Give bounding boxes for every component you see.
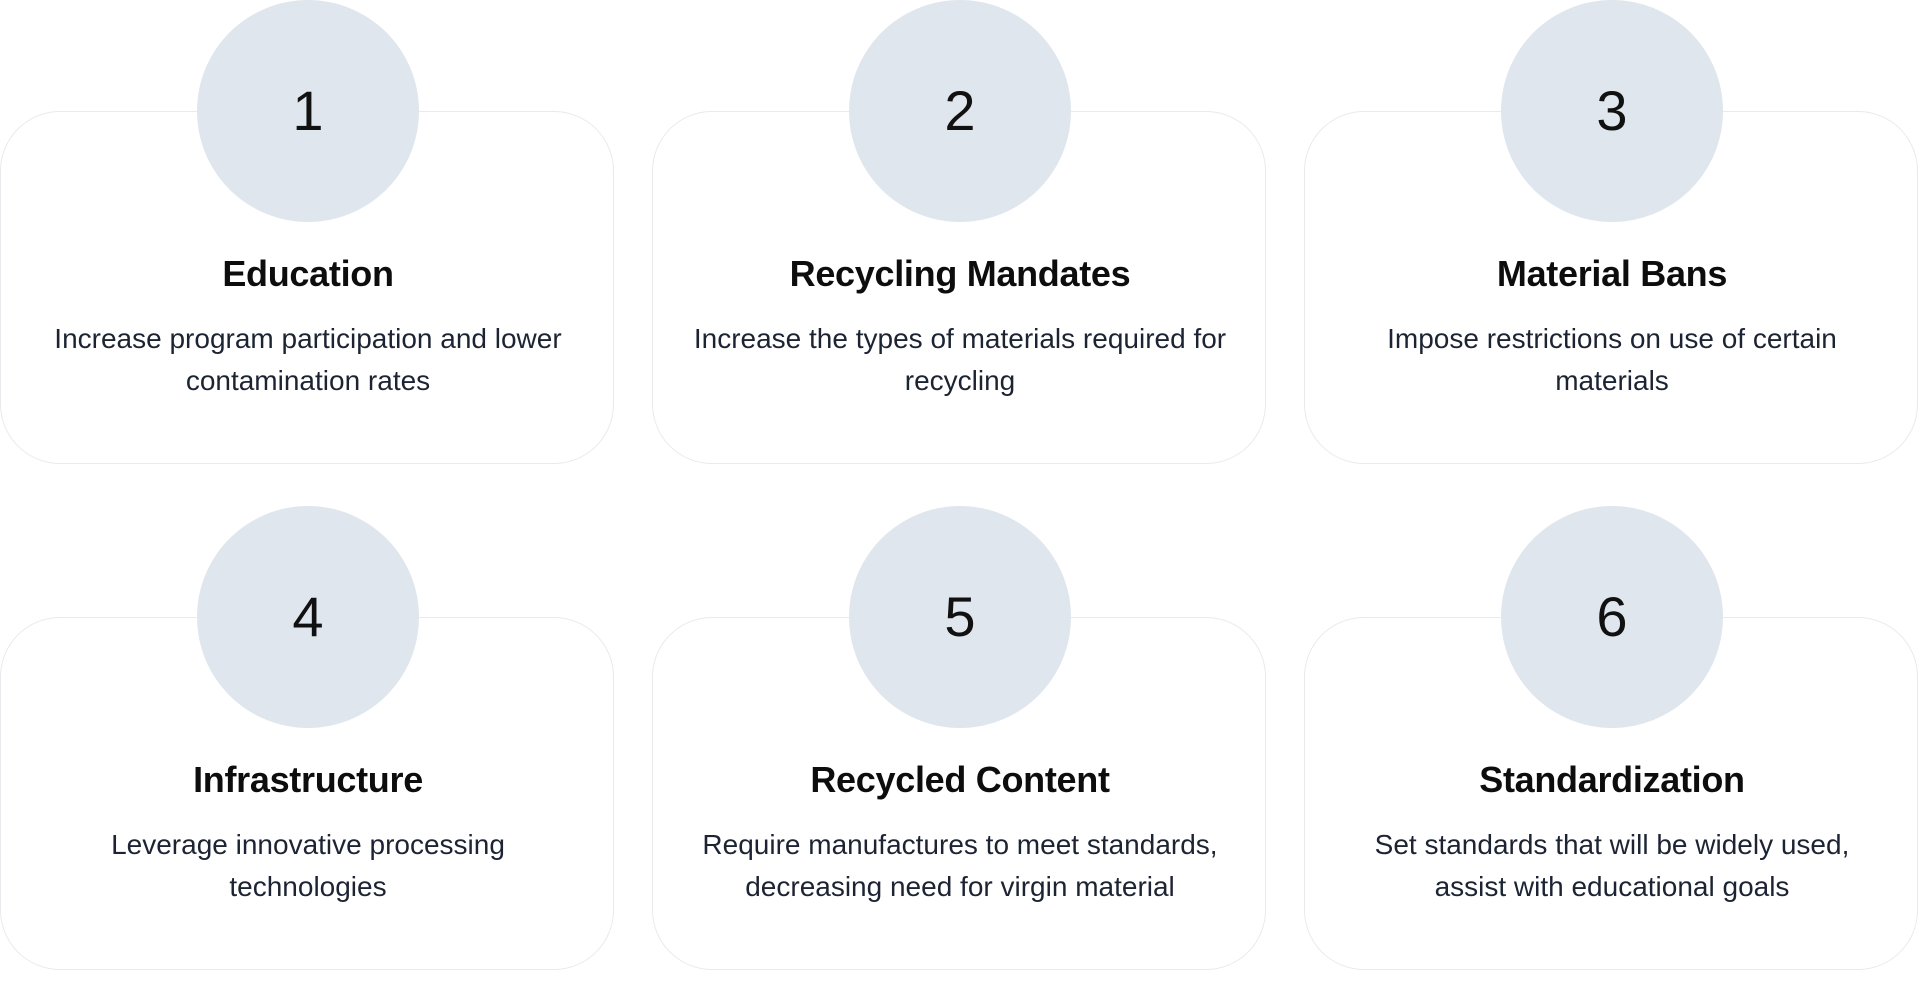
card-description: Increase the types of materials required… xyxy=(693,323,1227,396)
strategy-card-material-bans: 3 Material Bans Impose restrictions on u… xyxy=(1304,0,1920,486)
number-badge: 3 xyxy=(1501,0,1723,222)
number-badge: 4 xyxy=(197,506,419,728)
badge-number: 4 xyxy=(292,585,324,648)
card-description: Increase program participation and lower… xyxy=(54,323,562,396)
number-badge: 2 xyxy=(849,0,1071,222)
badge-number: 2 xyxy=(944,79,976,142)
card-description: Impose restrictions on use of certain ma… xyxy=(1387,323,1837,396)
badge-number: 1 xyxy=(292,79,324,142)
strategy-card-standardization: 6 Standardization Set standards that wil… xyxy=(1304,506,1920,992)
number-badge: 6 xyxy=(1501,506,1723,728)
card-title: Standardization xyxy=(1479,759,1745,800)
number-badge: 5 xyxy=(849,506,1071,728)
badge-number: 3 xyxy=(1596,79,1628,142)
card-description: Require manufactures to meet standards, … xyxy=(702,829,1218,902)
strategy-card-recycling-mandates: 2 Recycling Mandates Increase the types … xyxy=(652,0,1268,486)
card-title: Recycled Content xyxy=(810,759,1110,800)
number-badge: 1 xyxy=(197,0,419,222)
strategy-card-recycled-content: 5 Recycled Content Require manufactures … xyxy=(652,506,1268,992)
strategy-card-education: 1 Education Increase program participati… xyxy=(0,0,616,486)
card-title: Education xyxy=(222,253,394,294)
card-title: Material Bans xyxy=(1496,253,1728,294)
badge-number: 5 xyxy=(944,585,976,648)
card-title: Recycling Mandates xyxy=(789,253,1131,294)
card-description: Set standards that will be widely used, … xyxy=(1374,829,1850,902)
card-description: Leverage innovative processing technolog… xyxy=(111,829,505,902)
card-title: Infrastructure xyxy=(193,759,423,800)
badge-number: 6 xyxy=(1596,585,1628,648)
strategy-card-infrastructure: 4 Infrastructure Leverage innovative pro… xyxy=(0,506,616,992)
